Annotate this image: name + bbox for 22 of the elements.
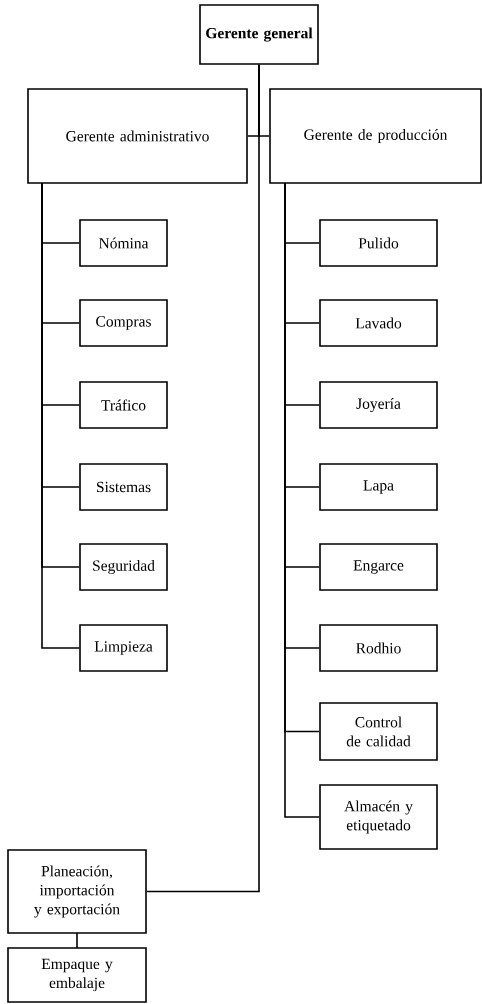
org-box: Engarce [319, 543, 438, 591]
org-box: Seguridad [79, 543, 168, 591]
connector-line [41, 182, 80, 649]
org-box: Control de calidad [319, 702, 438, 761]
org-box: Pulido [319, 219, 438, 267]
org-box: Empaque y embalaje [7, 947, 147, 1003]
org-box: Nómina [79, 219, 168, 267]
org-box: Sistemas [79, 463, 168, 511]
org-box: Planeación, importación y exportación [7, 849, 147, 934]
org-box: Rodhio [319, 624, 438, 672]
org-box: Limpieza [79, 624, 168, 672]
connector-line [76, 932, 78, 949]
org-box: Gerente administrativo [27, 88, 248, 184]
org-box: Almacén y etiquetado [319, 784, 438, 850]
org-box: Lapa [319, 463, 438, 511]
connector-line [146, 64, 260, 893]
org-box: Lavado [319, 299, 438, 347]
org-box: Gerente de producción [269, 88, 482, 184]
org-box: Tráfico [79, 381, 168, 429]
org-box: Joyería [319, 381, 438, 429]
org-box: Gerente general [199, 4, 319, 65]
org-box: Compras [79, 299, 168, 347]
